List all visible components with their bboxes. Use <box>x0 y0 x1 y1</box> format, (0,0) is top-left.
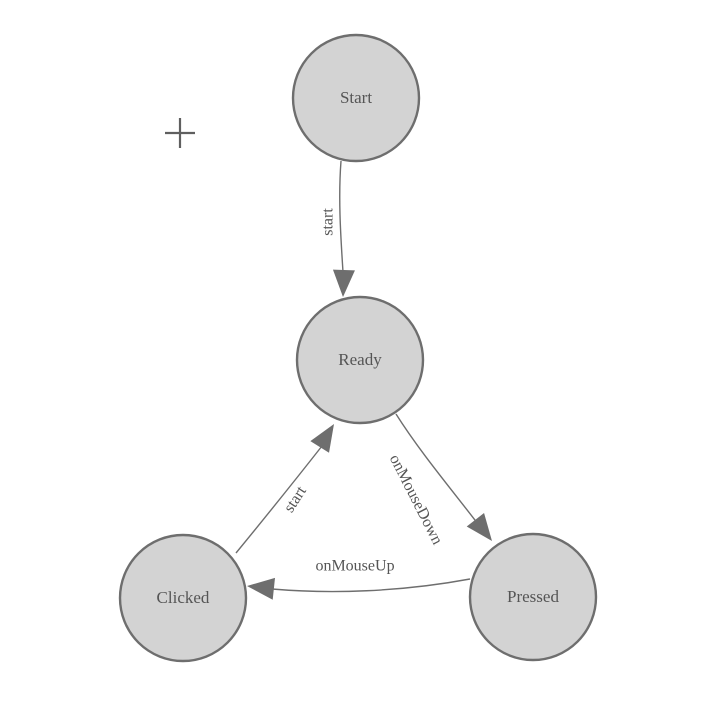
edge-line <box>395 413 479 525</box>
node-start[interactable]: Start <box>291 33 421 163</box>
edge-start-to-ready[interactable]: start <box>320 160 355 297</box>
node-ready[interactable]: Ready <box>295 295 425 425</box>
node-circle[interactable] <box>118 533 248 663</box>
edge-pressed-to-clicked[interactable]: onMouseUp <box>246 558 471 600</box>
node-clicked[interactable]: Clicked <box>118 533 248 663</box>
arrow-head-icon <box>332 269 355 297</box>
edge-line <box>235 445 323 554</box>
node-circle[interactable] <box>291 33 421 163</box>
edge-label: start <box>281 483 311 516</box>
arrow-head-icon <box>466 512 492 541</box>
edge-line <box>339 160 344 273</box>
arrow-head-icon <box>310 424 334 453</box>
edge-ready-to-pressed[interactable]: onMouseDown <box>386 413 501 548</box>
crosshair-marker <box>165 118 195 148</box>
node-circle[interactable] <box>468 532 598 662</box>
edge-label: start <box>320 208 337 236</box>
arrow-head-icon <box>247 577 276 600</box>
edge-label: onMouseUp <box>315 558 394 575</box>
edge-clicked-to-ready[interactable]: start <box>235 418 343 554</box>
markers-layer <box>165 118 195 148</box>
edge-line <box>271 578 471 593</box>
node-pressed[interactable]: Pressed <box>468 532 598 662</box>
node-circle[interactable] <box>295 295 425 425</box>
edge-label: onMouseDown <box>386 452 446 548</box>
